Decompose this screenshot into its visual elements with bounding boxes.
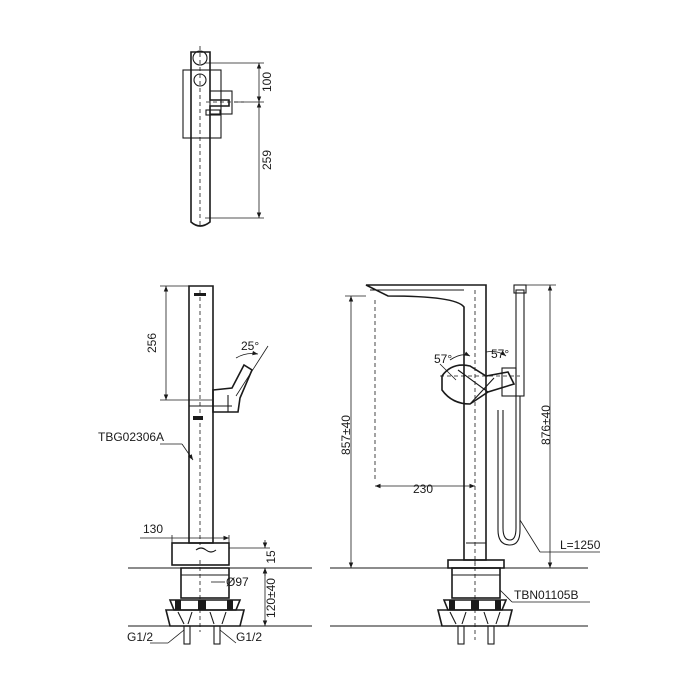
front-view-model-leader	[499, 589, 513, 603]
side-view-strut-2	[187, 611, 193, 625]
front-view-dim-230: 230	[413, 482, 433, 496]
front-view-clamp-left	[449, 600, 455, 610]
side-view-model-label: TBG02306A	[98, 430, 164, 444]
side-view-clamp-right	[227, 600, 233, 610]
front-view-strut-3	[483, 611, 489, 625]
front-view-inlet-right	[487, 625, 495, 645]
side-view-label-leader	[181, 443, 194, 461]
front-view-valve-sleeve	[451, 567, 501, 599]
front-view-hose-inner	[502, 396, 517, 541]
side-view-break-mark	[195, 547, 217, 553]
top-view-dim-259: 259	[260, 150, 274, 170]
top-view-dim-100: 100	[260, 72, 274, 92]
front-view-model-label: TBN01105B	[514, 588, 578, 602]
side-view-base-cover	[171, 542, 230, 566]
front-view-angle-right: 57°	[491, 347, 509, 361]
side-view-dim-97: Ø97	[226, 575, 249, 589]
top-view-body	[190, 51, 230, 227]
front-view-dim-857: 857±40	[339, 415, 353, 455]
side-view: 25° 256 TBG02306A 130 15 120±40 Ø97	[98, 285, 312, 645]
front-view-arc-right	[485, 350, 507, 357]
side-view-lever	[212, 363, 254, 413]
side-view-clamp-mid	[198, 600, 206, 610]
side-view-thread-left-leader	[167, 629, 185, 644]
front-view-hand-shower-head	[513, 284, 527, 294]
front-view-strut-4	[495, 611, 501, 625]
side-view-dim-130: 130	[143, 522, 163, 536]
side-view-angle-arc	[235, 350, 259, 359]
front-view-inlet-left	[457, 625, 465, 645]
front-view-dim-876: 876±40	[539, 405, 553, 445]
front-view-spout-column	[365, 284, 487, 561]
top-view-aerator	[192, 50, 208, 66]
front-view: 57° 57° 857±40 230 876±40 L=1250	[330, 284, 601, 645]
side-view-lever-angle-ref	[235, 345, 269, 397]
front-view-base-cover	[447, 559, 505, 569]
front-view-hose	[497, 396, 521, 546]
side-view-inlet-left	[183, 625, 191, 645]
front-view-angle-ref-left	[439, 363, 457, 381]
side-view-thread-right: G1/2	[236, 630, 262, 644]
front-view-strut-1	[449, 611, 457, 625]
front-view-valve-body	[436, 609, 514, 627]
front-view-lever-handle	[441, 364, 516, 405]
side-view-spout-outlet	[194, 293, 206, 296]
side-view-dim-15: 15	[264, 550, 278, 564]
side-view-thread-left: G1/2	[127, 630, 153, 644]
front-view-arc-left	[449, 351, 471, 361]
side-view-column	[188, 285, 214, 544]
side-view-clamp-left	[175, 600, 181, 610]
front-view-hose-leader	[519, 519, 541, 553]
side-view-dim-256: 256	[145, 333, 159, 353]
front-view-clamp-right	[495, 600, 501, 610]
front-view-hand-shower	[515, 289, 525, 397]
top-view-handle-block	[209, 90, 233, 115]
top-view: 100 259	[182, 46, 274, 228]
side-view-valve-sleeve	[180, 567, 230, 599]
side-view-strut-4	[221, 611, 227, 625]
front-view-lever-cross	[457, 369, 495, 405]
side-view-inlet-right	[213, 625, 221, 645]
side-view-thread-right-leader	[219, 629, 237, 644]
side-view-strut-3	[209, 611, 215, 625]
front-view-angle-left: 57°	[434, 352, 452, 366]
side-view-dim-120: 120±40	[264, 578, 278, 618]
side-view-angle-25: 25°	[241, 339, 259, 353]
top-view-wall-plate	[182, 69, 222, 139]
front-view-clamp-mid	[471, 600, 479, 610]
side-view-logo-mark	[193, 416, 203, 420]
side-view-valve-body	[164, 609, 246, 627]
front-view-strut-2	[461, 611, 467, 625]
front-view-hose-length: L=1250	[560, 538, 601, 552]
top-view-handle-slot	[205, 109, 221, 116]
side-view-strut-1	[177, 611, 185, 625]
